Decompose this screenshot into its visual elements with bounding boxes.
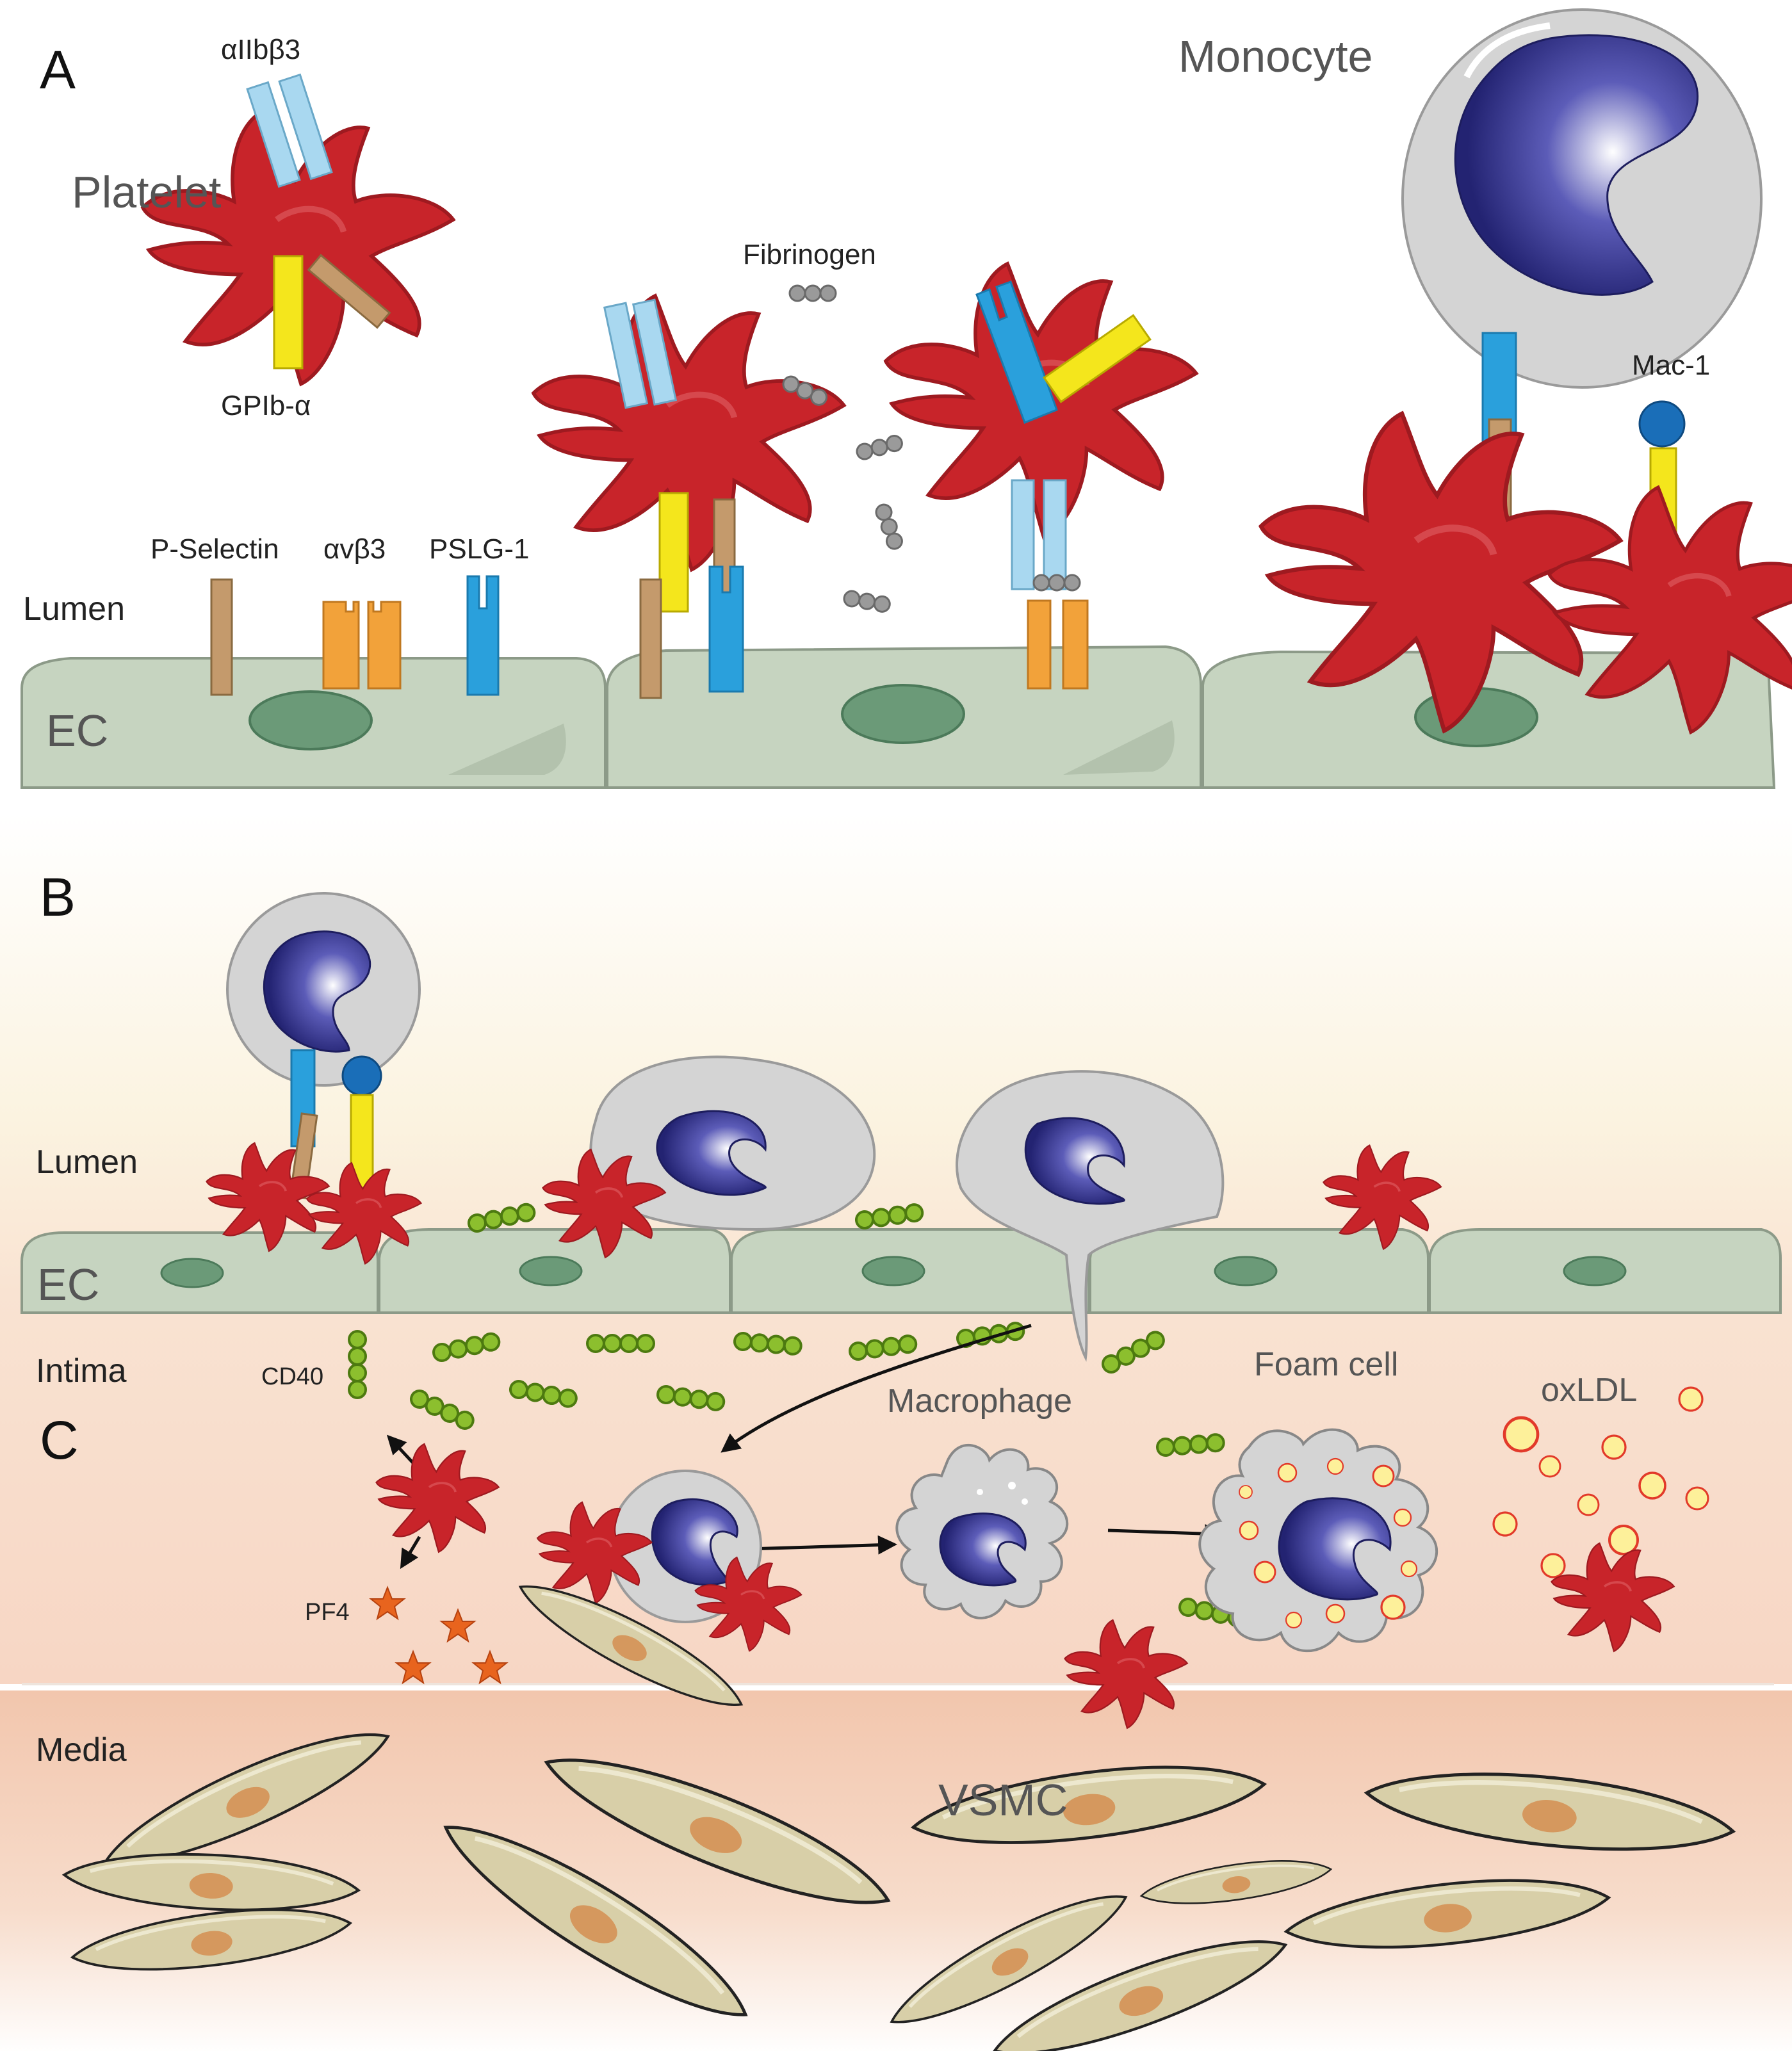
panel-bc: B C xyxy=(0,813,1792,2051)
ec-label-a: EC xyxy=(46,706,108,756)
endothelial-layer-b xyxy=(20,1228,1782,1314)
gpib-label: GPIb-α xyxy=(221,390,311,421)
vsmc-label: VSMC xyxy=(938,1775,1068,1825)
panel-a: A xyxy=(20,8,1792,789)
panel-letter-a: A xyxy=(40,40,76,100)
fibrinogen-3 xyxy=(854,433,905,462)
avb3-receptor-left xyxy=(322,601,360,690)
intima-label: Intima xyxy=(36,1352,127,1390)
monocyte-a xyxy=(1401,8,1763,571)
p-selectin-receptor xyxy=(210,578,233,696)
p-selectin-label: P-Selectin xyxy=(151,533,279,565)
platelet-adhered-2 xyxy=(886,264,1196,690)
aiib-b3-label: αIIbβ3 xyxy=(221,34,300,65)
lumen-label-b: Lumen xyxy=(36,1144,138,1181)
fibrinogen-1 xyxy=(788,284,837,302)
macrophage-label: Macrophage xyxy=(887,1382,1072,1420)
platelet-adhered-1 xyxy=(534,296,844,699)
pf4-release-arrow xyxy=(400,1536,421,1569)
platelet-free xyxy=(143,73,453,384)
monocyte-label: Monocyte xyxy=(1178,31,1373,81)
cd40-release-arrow xyxy=(386,1434,418,1468)
endothelial-layer-a xyxy=(20,645,1776,789)
panel-letter-c: C xyxy=(40,1410,79,1470)
oxldl-label: oxLDL xyxy=(1541,1372,1637,1409)
monocyte-tethered xyxy=(205,892,423,1265)
ec-label-b: EC xyxy=(37,1260,99,1309)
avb3-label: αvβ3 xyxy=(323,533,386,565)
pf4-label: PF4 xyxy=(305,1599,350,1626)
mac1-label: Mac-1 xyxy=(1632,350,1710,381)
lumen-label-a: Lumen xyxy=(23,590,125,628)
migration-arrow xyxy=(721,1324,1032,1453)
pslg1-label: PSLG-1 xyxy=(429,533,530,565)
fibrinogen-4 xyxy=(873,501,906,552)
monocyte-intima xyxy=(536,1470,802,1652)
platelet-label: Platelet xyxy=(72,167,221,217)
monocyte-transmigrating xyxy=(956,1070,1225,1362)
foam-cell-label: Foam cell xyxy=(1254,1346,1398,1383)
pslg1-receptor xyxy=(466,575,500,696)
cd40-label: CD40 xyxy=(261,1363,323,1390)
panel-letter-b: B xyxy=(40,867,76,927)
media-label: Media xyxy=(36,1731,127,1769)
foam-cell xyxy=(1198,1428,1438,1653)
fibrinogen-5 xyxy=(842,588,892,614)
macrophage xyxy=(895,1444,1069,1619)
fibrinogen-label: Fibrinogen xyxy=(743,239,876,270)
avb3-receptor-right xyxy=(367,601,402,690)
